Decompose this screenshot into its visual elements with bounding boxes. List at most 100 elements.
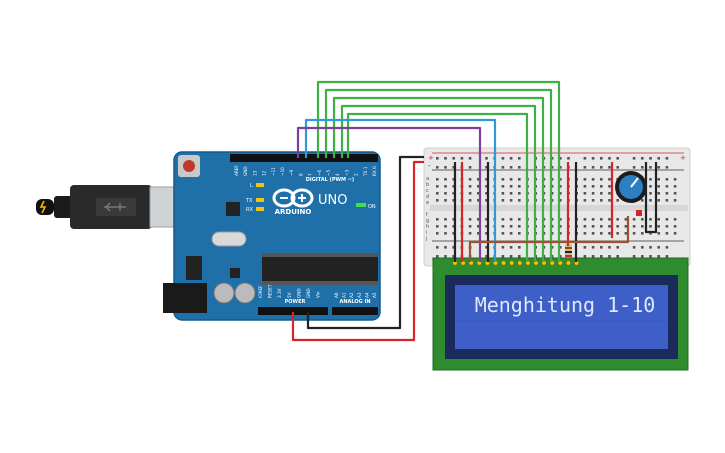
breadboard-hole[interactable] <box>477 185 480 188</box>
breadboard-hole[interactable] <box>649 166 652 169</box>
breadboard-hole[interactable] <box>624 218 628 221</box>
breadboard-hole[interactable] <box>559 178 562 181</box>
breadboard-hole[interactable] <box>665 218 669 221</box>
breadboard-hole[interactable] <box>452 166 455 169</box>
breadboard-hole[interactable] <box>518 218 521 221</box>
breadboard-hole[interactable] <box>673 199 677 202</box>
breadboard-hole[interactable] <box>468 157 472 160</box>
breadboard-hole[interactable] <box>673 225 677 228</box>
breadboard-hole[interactable] <box>468 192 472 195</box>
breadboard-hole[interactable] <box>452 178 455 181</box>
breadboard-hole[interactable] <box>583 178 587 181</box>
breadboard-hole[interactable] <box>509 218 513 221</box>
breadboard-hole[interactable] <box>583 255 587 258</box>
breadboard-hole[interactable] <box>657 225 660 228</box>
breadboard-hole[interactable] <box>509 225 513 228</box>
breadboard-hole[interactable] <box>509 199 513 202</box>
wire-d6[interactable] <box>324 88 553 262</box>
breadboard-hole[interactable] <box>583 166 587 169</box>
lcd-pin[interactable] <box>565 260 571 266</box>
breadboard-hole[interactable] <box>600 192 603 195</box>
breadboard-hole[interactable] <box>436 225 439 228</box>
breadboard-hole[interactable] <box>559 166 562 169</box>
breadboard-hole[interactable] <box>649 185 652 188</box>
breadboard-hole[interactable] <box>452 185 455 188</box>
breadboard-hole[interactable] <box>477 192 480 195</box>
breadboard-hole[interactable] <box>436 178 439 181</box>
breadboard-hole[interactable] <box>616 166 619 169</box>
breadboard-hole[interactable] <box>509 157 513 160</box>
breadboard-hole[interactable] <box>608 225 611 228</box>
breadboard-hole[interactable] <box>477 178 480 181</box>
breadboard-hole[interactable] <box>518 157 521 160</box>
breadboard-hole[interactable] <box>600 255 603 258</box>
breadboard-hole[interactable] <box>485 192 488 195</box>
breadboard-hole[interactable] <box>624 225 628 228</box>
breadboard-hole[interactable] <box>501 185 505 188</box>
breadboard-hole[interactable] <box>591 255 595 258</box>
breadboard-hole[interactable] <box>591 157 595 160</box>
breadboard-hole[interactable] <box>518 225 521 228</box>
breadboard-hole[interactable] <box>452 218 455 221</box>
breadboard-hole[interactable] <box>583 199 587 202</box>
breadboard-hole[interactable] <box>600 225 603 228</box>
breadboard-hole[interactable] <box>591 199 595 202</box>
breadboard-hole[interactable] <box>591 232 595 235</box>
breadboard-hole[interactable] <box>436 218 439 221</box>
breadboard-hole[interactable] <box>436 166 439 169</box>
breadboard-hole[interactable] <box>665 225 669 228</box>
breadboard-hole[interactable] <box>632 218 636 221</box>
breadboard-hole[interactable] <box>452 246 455 249</box>
breadboard-hole[interactable] <box>591 192 595 195</box>
breadboard-hole[interactable] <box>444 255 447 258</box>
breadboard-hole[interactable] <box>477 199 480 202</box>
breadboard-hole[interactable] <box>583 225 587 228</box>
breadboard-hole[interactable] <box>632 166 636 169</box>
breadboard-hole[interactable] <box>641 166 644 169</box>
wire-5v[interactable] <box>291 160 424 342</box>
breadboard-hole[interactable] <box>665 178 669 181</box>
breadboard-hole[interactable] <box>444 246 447 249</box>
breadboard-hole[interactable] <box>436 246 439 249</box>
breadboard-hole[interactable] <box>501 157 505 160</box>
breadboard-hole[interactable] <box>436 232 439 235</box>
breadboard-hole[interactable] <box>501 246 505 249</box>
breadboard-hole[interactable] <box>616 225 619 228</box>
breadboard-hole[interactable] <box>444 178 447 181</box>
breadboard-hole[interactable] <box>649 178 652 181</box>
breadboard-hole[interactable] <box>518 192 521 195</box>
breadboard-hole[interactable] <box>460 157 464 160</box>
breadboard-hole[interactable] <box>509 178 513 181</box>
breadboard-hole[interactable] <box>485 166 488 169</box>
breadboard-hole[interactable] <box>616 255 619 258</box>
breadboard-hole[interactable] <box>501 178 505 181</box>
breadboard-hole[interactable] <box>485 157 488 160</box>
wire-rs[interactable] <box>296 126 482 262</box>
breadboard-hole[interactable] <box>657 255 660 258</box>
breadboard-hole[interactable] <box>518 185 521 188</box>
breadboard-hole[interactable] <box>468 178 472 181</box>
breadboard-hole[interactable] <box>649 225 652 228</box>
breadboard-hole[interactable] <box>641 232 644 235</box>
breadboard-hole[interactable] <box>436 255 439 258</box>
breadboard-hole[interactable] <box>665 232 669 235</box>
lcd-pin[interactable] <box>517 260 523 266</box>
breadboard-hole[interactable] <box>641 225 644 228</box>
breadboard-hole[interactable] <box>559 199 562 202</box>
breadboard-hole[interactable] <box>665 192 669 195</box>
breadboard-hole[interactable] <box>600 178 603 181</box>
breadboard-hole[interactable] <box>452 225 455 228</box>
breadboard-hole[interactable] <box>518 232 521 235</box>
breadboard-hole[interactable] <box>665 185 669 188</box>
breadboard-hole[interactable] <box>518 166 521 169</box>
breadboard-hole[interactable] <box>608 218 611 221</box>
breadboard-hole[interactable] <box>600 232 603 235</box>
breadboard-hole[interactable] <box>608 255 611 258</box>
breadboard-hole[interactable] <box>591 185 595 188</box>
breadboard-hole[interactable] <box>468 185 472 188</box>
breadboard-hole[interactable] <box>477 218 480 221</box>
breadboard-hole[interactable] <box>583 246 587 249</box>
breadboard-hole[interactable] <box>485 178 488 181</box>
breadboard-hole[interactable] <box>657 199 660 202</box>
breadboard-hole[interactable] <box>591 178 595 181</box>
